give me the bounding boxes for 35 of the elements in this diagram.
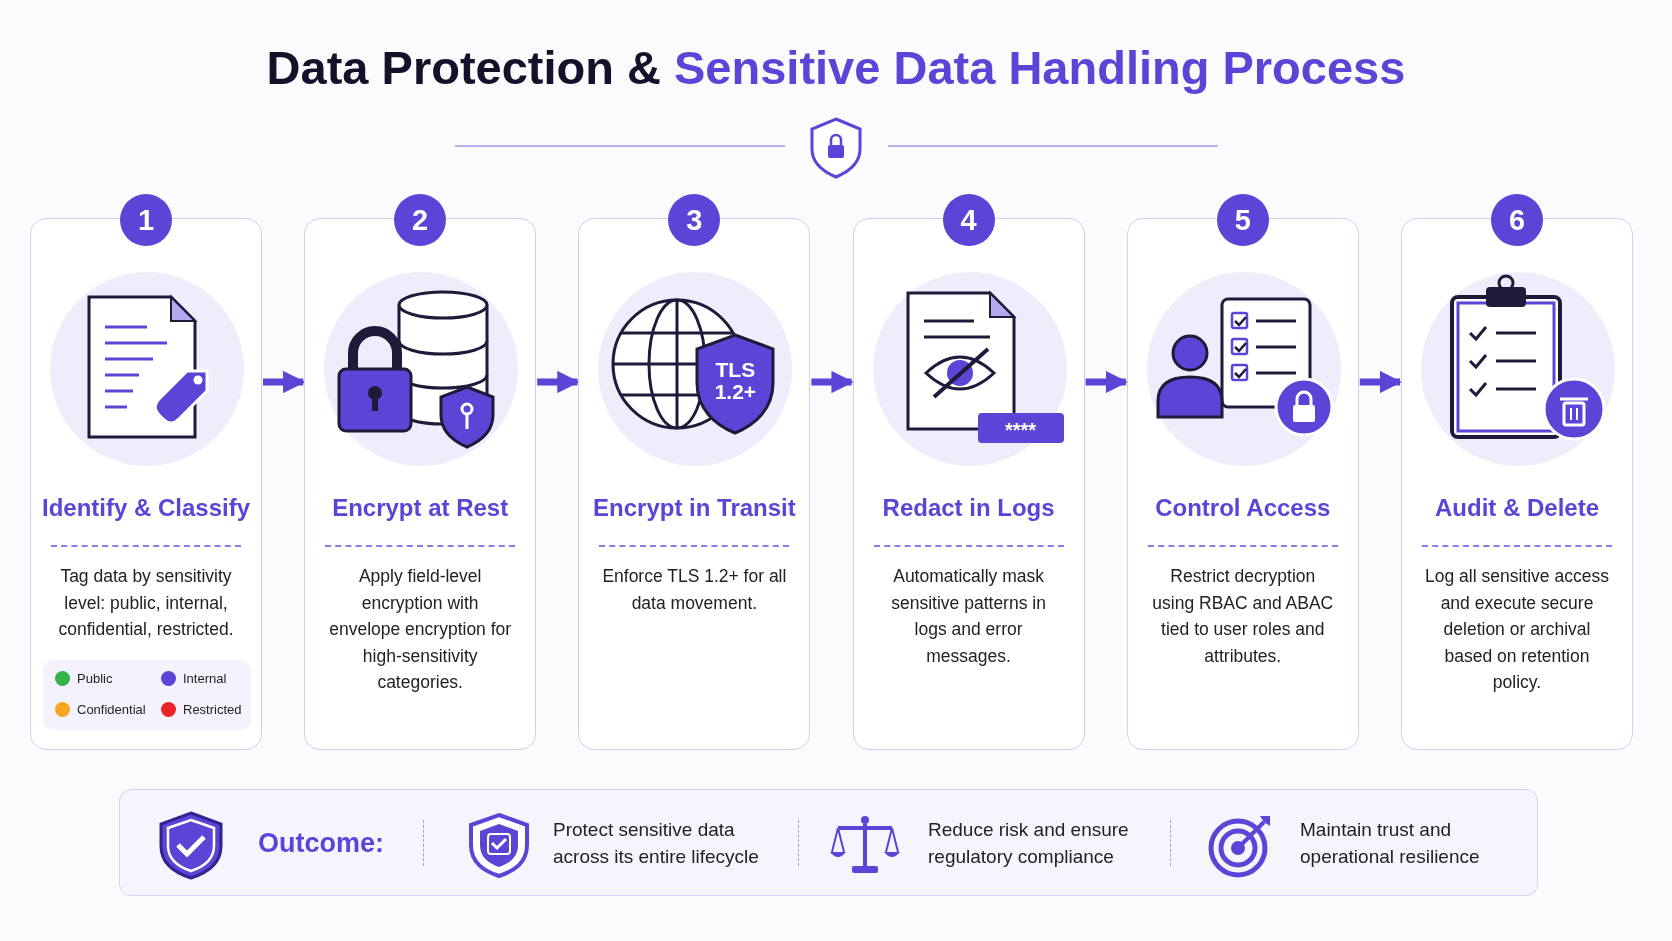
legend-label: Confidential — [77, 702, 146, 717]
outcome-text: Maintain trust and operational resilience — [1300, 817, 1481, 869]
step-heading: Audit & Delete — [1434, 494, 1600, 522]
step-description: Automatically mask sensitive patterns in logs and error messages. — [890, 565, 1047, 668]
shield-label: TLS 1.2+ — [713, 358, 758, 404]
title: Data Protection & Sensitive Data Handling Process — [265, 40, 1407, 95]
step-heading: Control Access — [1154, 494, 1332, 522]
arrow — [811, 370, 854, 394]
legend-label: Public — [77, 671, 113, 686]
step-number: 5 — [1216, 194, 1269, 246]
step-number: 1 — [120, 194, 172, 246]
step-heading: Encrypt at Rest — [331, 494, 510, 522]
step-heading: Encrypt in Transit — [592, 494, 797, 522]
masked-text: **** — [1004, 419, 1038, 441]
outcome-heading: Outcome: — [258, 829, 385, 856]
outcome-panel — [119, 789, 1538, 896]
outcome-text: Protect sensitive data across its entire lifecycle — [553, 817, 760, 869]
arrow — [1085, 370, 1129, 394]
arrow — [537, 370, 580, 394]
step-description: Restrict decryption using RBAC and ABAC tied to user roles and attributes. — [1151, 565, 1335, 668]
outcome-text: Reduce risk and ensure regulatory compliance — [928, 817, 1130, 869]
step-number: 2 — [394, 194, 447, 246]
step-heading: Identify & Classify — [40, 494, 252, 522]
step-description: Tag data by sensitivity level: public, internal, confidential, restricted. — [57, 565, 235, 641]
step-description: Enforce TLS 1.2+ for all data movement. — [601, 565, 788, 615]
arrow — [263, 370, 306, 394]
step-heading: Redact in Logs — [881, 494, 1056, 522]
step-description: Apply field-level encryption with envelope encryption for high-sensitivity categories. — [328, 565, 513, 694]
legend-label: Internal — [183, 671, 227, 686]
step-number: 3 — [668, 194, 721, 246]
step-number: 6 — [1491, 194, 1543, 246]
step-description: Log all sensitive access and execute secure deletion or archival based on retention policy. — [1424, 565, 1610, 694]
arrow — [1359, 370, 1403, 394]
legend-label: Restricted — [183, 702, 242, 717]
step-number: 4 — [942, 194, 995, 246]
